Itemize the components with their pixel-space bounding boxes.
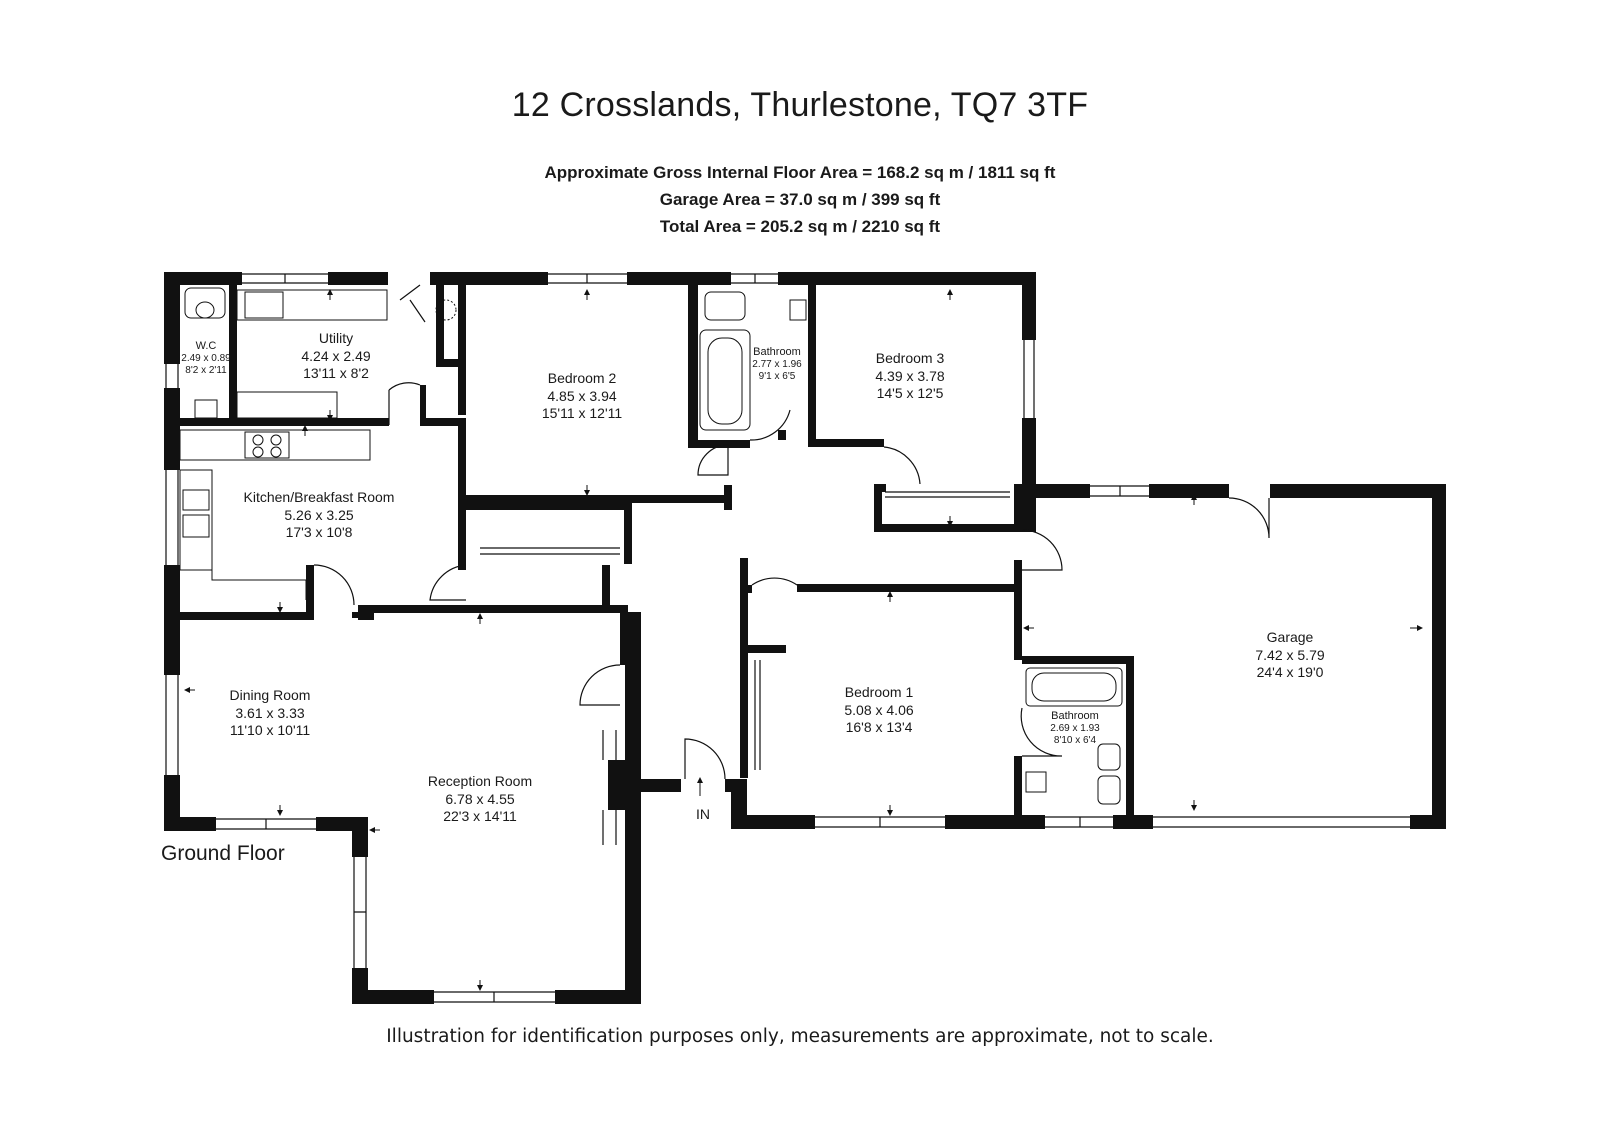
utility-name: Utility [318, 330, 354, 346]
room-label-dining: Dining Room 3.61 x 3.33 11'10 x 10'11 [230, 687, 311, 740]
kitchen-imperial: 17'3 x 10'8 [285, 524, 353, 540]
floor-label: Ground Floor [161, 842, 285, 865]
dining-imperial: 11'10 x 10'11 [229, 722, 311, 738]
room-label-bathroom-top: Bathroom 2.77 x 1.96 9'1 x 6'5 [752, 346, 801, 383]
gross-internal-area: Approximate Gross Internal Floor Area = … [544, 163, 1056, 182]
bedroom2-imperial: 15'11 x 12'11 [541, 405, 623, 421]
bathroom-top-metric: 2.77 x 1.96 [752, 359, 802, 371]
bedroom3-name: Bedroom 3 [875, 350, 945, 366]
room-label-bedroom3: Bedroom 3 4.39 x 3.78 14'5 x 12'5 [875, 350, 944, 403]
room-label-bedroom1: Bedroom 1 5.08 x 4.06 16'8 x 13'4 [844, 684, 913, 737]
reception-name: Reception Room [427, 773, 533, 789]
garage-metric: 7.42 x 5.79 [1255, 646, 1325, 663]
bedroom1-metric: 5.08 x 4.06 [844, 701, 914, 718]
bathroom-bed1-name: Bathroom [1051, 710, 1099, 722]
disclaimer: Illustration for identification purposes… [386, 1026, 1214, 1047]
bathroom-bed1-imperial: 8'10 x 6'4 [1053, 735, 1097, 747]
wc-imperial: 8'2 x 2'11 [185, 365, 227, 377]
room-label-wc: W.C 2.49 x 0.89 8'2 x 2'11 [181, 340, 230, 377]
room-label-bathroom-bed1: Bathroom 2.69 x 1.93 8'10 x 6'4 [1050, 710, 1099, 747]
garage-name: Garage [1266, 629, 1314, 645]
room-label-kitchen: Kitchen/Breakfast Room 5.26 x 3.25 17'3 … [244, 489, 395, 542]
kitchen-metric: 5.26 x 3.25 [284, 506, 354, 523]
room-label-garage: Garage 7.42 x 5.79 24'4 x 19'0 [1255, 629, 1324, 682]
garage-imperial: 24'4 x 19'0 [1256, 664, 1324, 680]
bedroom1-name: Bedroom 1 [844, 684, 914, 700]
utility-imperial: 13'11 x 8'2 [303, 365, 369, 381]
bathroom-top-imperial: 9'1 x 6'5 [758, 371, 796, 383]
garage-area: Garage Area = 37.0 sq m / 399 sq ft [659, 190, 941, 209]
dining-metric: 3.61 x 3.33 [235, 704, 305, 721]
bathroom-bed1-metric: 2.69 x 1.93 [1050, 723, 1100, 735]
entrance-label: IN [696, 806, 710, 822]
bedroom2-metric: 4.85 x 3.94 [547, 387, 617, 404]
internal-walls [164, 285, 1134, 826]
plan-title: 12 Crosslands, Thurlestone, TQ7 3TF [511, 86, 1089, 124]
kitchen-name: Kitchen/Breakfast Room [243, 489, 395, 505]
bathroom-top-name: Bathroom [753, 346, 801, 358]
wc-name: W.C [195, 340, 217, 352]
windows [165, 273, 1410, 1003]
bedroom3-imperial: 14'5 x 12'5 [876, 385, 944, 401]
reception-metric: 6.78 x 4.55 [445, 790, 515, 807]
wc-metric: 2.49 x 0.89 [181, 353, 231, 365]
room-label-reception: Reception Room 6.78 x 4.55 22'3 x 14'11 [428, 773, 532, 826]
utility-metric: 4.24 x 2.49 [301, 347, 371, 364]
reception-imperial: 22'3 x 14'11 [443, 808, 517, 824]
dining-name: Dining Room [229, 687, 311, 703]
bedroom1-imperial: 16'8 x 13'4 [845, 719, 913, 735]
bedroom3-metric: 4.39 x 3.78 [875, 367, 945, 384]
door-swings [313, 284, 1270, 780]
fixtures [179, 287, 1123, 805]
bedroom2-name: Bedroom 2 [547, 370, 617, 386]
total-area: Total Area = 205.2 sq m / 2210 sq ft [659, 217, 941, 236]
room-label-bedroom2: Bedroom 2 4.85 x 3.94 15'11 x 12'11 [542, 370, 622, 423]
dimension-ticks [184, 289, 1423, 991]
room-label-utility: Utility 4.24 x 2.49 13'11 x 8'2 [301, 330, 370, 383]
